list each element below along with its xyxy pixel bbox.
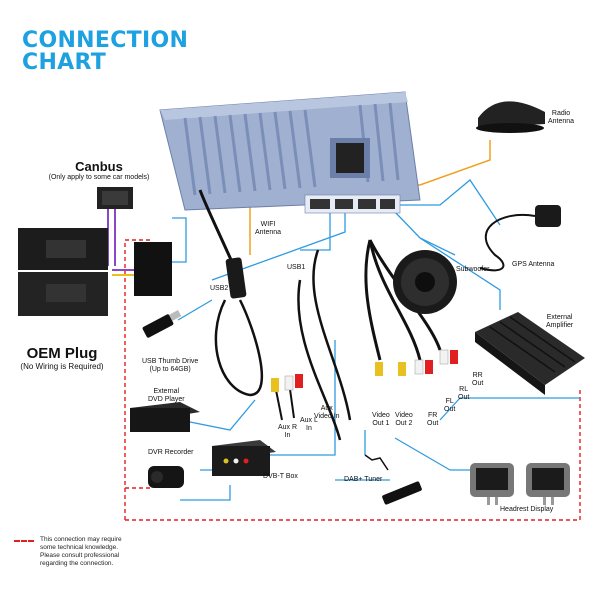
dvd-player-label: External DVD Player [148, 388, 185, 404]
oem-plug-title: OEM Plug [26, 345, 98, 362]
video-out1-label-line2: Out 1 [372, 420, 390, 427]
aux-video-in-label: Aux Video In [314, 405, 340, 421]
rl-out-label-line2: Out [458, 394, 470, 401]
blue-connections [172, 179, 580, 501]
dvr-recorder-device [148, 466, 184, 488]
fl-out-label-line1: FL [445, 398, 454, 405]
usb1-label: USB1 [287, 264, 306, 271]
fr-out-label-line2: Out [427, 420, 439, 427]
aux-video-in-label-line1: Aux [320, 405, 333, 412]
dvd-player-label-line2: DVD Player [148, 396, 185, 403]
aux-r-in-label-line2: In [284, 432, 291, 439]
wifi-antenna-label-line2: Antenna [255, 229, 282, 236]
wifi-antenna-label: WIFI Antenna [255, 221, 281, 237]
dashed-connections [124, 239, 581, 521]
gps-antenna-label: GPS Antenna [512, 261, 555, 268]
fr-out-label: FR Out [427, 412, 438, 428]
fl-out-label: FL Out [444, 398, 455, 414]
dvbt-box-device [212, 440, 276, 476]
legend-text: This connection may require some technic… [40, 536, 122, 567]
aux-l-in-label-line2: In [306, 425, 312, 432]
chart-title-line2: CHART [22, 50, 107, 75]
usb-thumb-drive-device [142, 310, 182, 338]
fr-out-label-line1: FR [427, 412, 438, 419]
video-out2-label-line1: Video [395, 412, 413, 419]
oem-plug-device [18, 228, 172, 316]
dab-tuner-label: DAB+ Tuner [344, 476, 383, 483]
external-amplifier-device [475, 312, 585, 395]
radio-antenna-label-line2: Antenna [548, 118, 575, 125]
headrest-display-label: Headrest Display [500, 506, 554, 513]
usb-drive-label-line1: USB Thumb Drive [142, 358, 199, 365]
external-amplifier-label-line2: Amplifier [546, 322, 574, 329]
radio-antenna-label: Radio Antenna [548, 110, 574, 126]
video-out1-label-line1: Video [372, 412, 390, 419]
radio-antenna-label-line1: Radio [551, 110, 571, 117]
chart-title: CONNECTION CHART [22, 30, 222, 74]
rr-out-label-line2: Out [472, 380, 484, 387]
rl-out-label: RL Out [458, 386, 469, 402]
canbus-title: Canbus [75, 159, 123, 174]
aux-video-in-label-line2: Video In [314, 413, 340, 420]
aux-l-in-label: Aux L In [300, 417, 318, 433]
head-unit [159, 91, 421, 214]
canbus-module [97, 187, 133, 209]
radio-antenna-device [476, 101, 545, 133]
usb-drive-label: USB Thumb Drive (Up to 64GB) [142, 358, 198, 374]
video-out2-label: Video Out 2 [395, 412, 413, 428]
chart-title-line1: CONNECTION [22, 28, 189, 53]
dab-tuner-device [364, 454, 422, 505]
canbus-note: (Only apply to some car models) [48, 174, 150, 181]
dvr-recorder-label: DVR Recorder [148, 449, 194, 456]
aux-r-in-label: Aux R In [278, 424, 297, 440]
subwoofer-device [393, 250, 457, 314]
wifi-antenna-label-line1: WIFI [260, 221, 276, 228]
gps-antenna-device [479, 205, 561, 272]
wifi-antenna-device [198, 189, 247, 299]
aux-l-in-label-line1: Aux L [300, 417, 318, 424]
legend-dashed-line [14, 540, 34, 542]
subwoofer-label: Subwoofer [456, 266, 490, 273]
rr-out-label-line1: RR [472, 372, 483, 379]
external-amplifier-label: External Amplifier [546, 314, 573, 330]
aux-r-in-label-line1: Aux R [278, 424, 298, 431]
oem-plug-label: OEM Plug (No Wiring is Required) [2, 346, 122, 372]
video-out1-label: Video Out 1 [372, 412, 390, 428]
headrest-displays [470, 463, 570, 505]
video-out2-label-line2: Out 2 [395, 420, 413, 427]
external-amplifier-label-line1: External [546, 314, 573, 321]
rr-out-label: RR Out [472, 372, 483, 388]
fl-out-label-line2: Out [444, 406, 456, 413]
dashed-line-left [124, 239, 150, 520]
usb-drive-label-line2: (Up to 64GB) [149, 366, 191, 373]
dvd-player-label-line1: External [153, 388, 180, 395]
oem-plug-note: (No Wiring is Required) [20, 362, 104, 371]
usb-cables [214, 249, 352, 441]
usb2-label: USB2 [210, 285, 229, 292]
rl-out-label-line1: RL [459, 386, 469, 393]
dvbt-box-label: DVB-T Box [263, 473, 298, 480]
canbus-label: Canbus (Only apply to some car models) [44, 160, 154, 182]
dvd-player-device [130, 402, 200, 432]
